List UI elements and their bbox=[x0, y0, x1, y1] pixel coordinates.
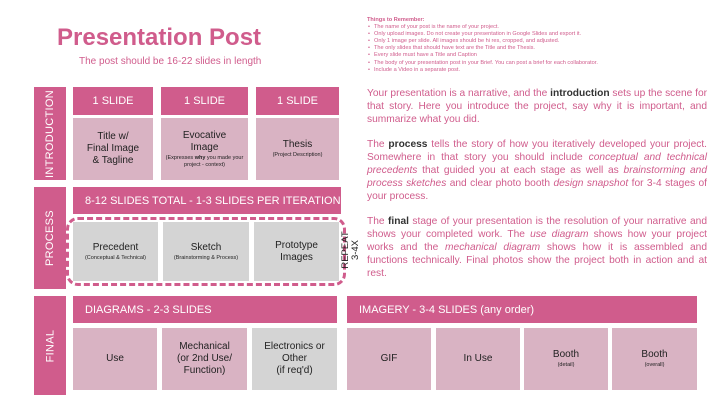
reminder-item: Only upload images. Do not create your p… bbox=[367, 31, 707, 38]
intro-header-3: 1 SLIDE bbox=[256, 87, 339, 115]
booth-overall-cell: Booth(overall) bbox=[612, 328, 697, 390]
diagrams-header: DIAGRAMS - 2-3 SLIDES bbox=[73, 296, 337, 323]
final-paragraph: The final stage of your presentation is … bbox=[367, 216, 707, 279]
section-label-final: FINAL bbox=[34, 296, 66, 395]
intro-paragraph: Your presentation is a narrative, and th… bbox=[367, 88, 708, 125]
mechanical-diagram-cell: Mechanical(or 2nd Use/Function) bbox=[162, 328, 247, 390]
reminders-box: Things to Remember: The name of your pos… bbox=[367, 17, 707, 74]
precedent-cell: Precedent(Conceptual & Technical) bbox=[73, 222, 158, 281]
use-diagram-cell: Use bbox=[73, 328, 157, 390]
reminders-heading: Things to Remember: bbox=[367, 17, 425, 23]
reminder-item: Every slide must have a Title and Captio… bbox=[367, 52, 707, 59]
intro-header-1: 1 SLIDE bbox=[73, 87, 153, 115]
process-paragraph: The process tells the story of how you i… bbox=[367, 139, 707, 202]
reminder-item: The only slides that should have text ar… bbox=[367, 45, 707, 52]
reminder-item: Only 1 image per slide. All images shoul… bbox=[367, 38, 707, 45]
page-subtitle: The post should be 16-22 slides in lengt… bbox=[79, 56, 262, 67]
imagery-header: IMAGERY - 3-4 SLIDES (any order) bbox=[347, 296, 697, 323]
gif-cell: GIF bbox=[347, 328, 431, 390]
page-title: Presentation Post bbox=[57, 24, 262, 51]
reminders-list: The name of your post is the name of you… bbox=[367, 24, 707, 74]
section-label-process: PROCESS bbox=[34, 187, 66, 289]
thesis-cell: Thesis(Project Description) bbox=[256, 118, 339, 180]
narrative-text: Your presentation is a narrative, and th… bbox=[367, 88, 707, 293]
section-label-introduction: INTRODUCTION bbox=[34, 87, 66, 180]
repeat-dashed-outline bbox=[66, 217, 346, 286]
reminder-item: The name of your post is the name of you… bbox=[367, 24, 707, 31]
sketch-cell: Sketch(Brainstorming & Process) bbox=[163, 222, 249, 281]
booth-detail-cell: Booth(detail) bbox=[524, 328, 608, 390]
intro-header-2: 1 SLIDE bbox=[161, 87, 248, 115]
process-header: 8-12 SLIDES TOTAL - 1-3 SLIDES PER ITERA… bbox=[73, 187, 341, 214]
reminder-item: Include a Video in a separate post. bbox=[367, 67, 707, 74]
title-slide-cell: Title w/Final Image& Tagline bbox=[73, 118, 153, 180]
in-use-cell: In Use bbox=[436, 328, 520, 390]
reminder-item: The body of your presentation post in yo… bbox=[367, 60, 707, 67]
